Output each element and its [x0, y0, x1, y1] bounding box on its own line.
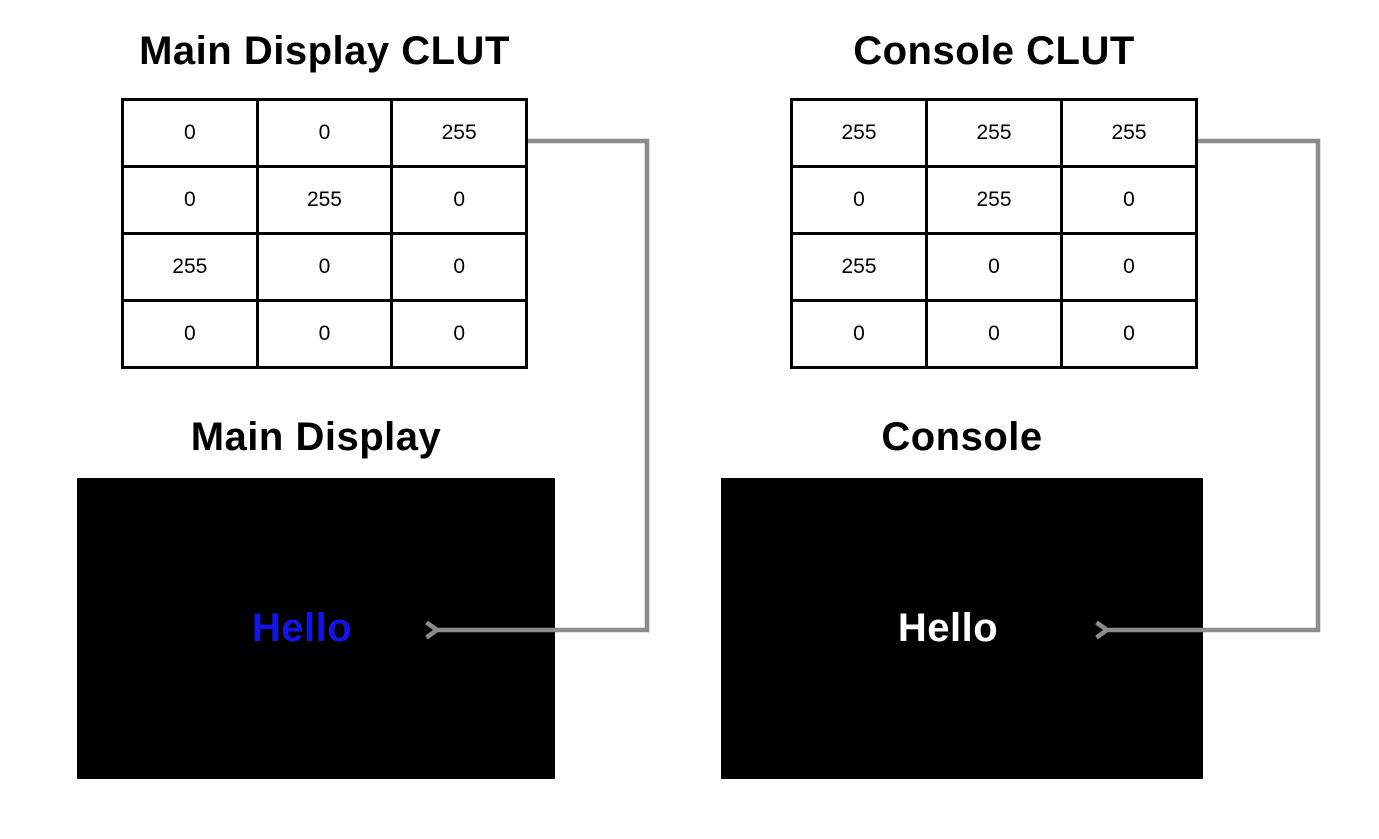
clut-cell: 0: [790, 165, 928, 235]
main-display-hello-text: Hello: [251, 606, 353, 650]
clut-cell: 0: [1060, 232, 1198, 302]
clut-cell: 255: [790, 98, 928, 168]
clut-cell: 0: [390, 232, 528, 302]
clut-cell: 255: [390, 98, 528, 168]
clut-cell: 255: [121, 232, 259, 302]
console-hello-text: Hello: [897, 606, 999, 650]
clut-cell: 0: [790, 299, 928, 369]
clut-cell: 255: [255, 165, 394, 235]
clut-cell: 255: [790, 232, 928, 302]
clut-cell: 0: [390, 299, 528, 369]
clut-cell: 0: [121, 98, 259, 168]
clut-cell: 0: [255, 299, 394, 369]
console-screen-title: Console: [881, 415, 1043, 459]
clut-cell: 255: [1060, 98, 1198, 168]
console-screen: Hello: [721, 478, 1203, 779]
clut-cell: 255: [925, 98, 1063, 168]
clut-cell: 0: [1060, 299, 1198, 369]
clut-cell: 0: [925, 232, 1063, 302]
console-clut-title: Console CLUT: [853, 29, 1135, 73]
clut-cell: 0: [1060, 165, 1198, 235]
clut-cell: 0: [925, 299, 1063, 369]
clut-cell: 0: [255, 98, 394, 168]
main-display-screen: Hello: [77, 478, 555, 779]
clut-cell: 255: [925, 165, 1063, 235]
clut-cell: 0: [121, 165, 259, 235]
main-display-screen-title: Main Display: [190, 415, 442, 459]
clut-cell: 0: [390, 165, 528, 235]
clut-cell: 0: [255, 232, 394, 302]
clut-cell: 0: [121, 299, 259, 369]
main-display-clut-title: Main Display CLUT: [139, 29, 510, 73]
